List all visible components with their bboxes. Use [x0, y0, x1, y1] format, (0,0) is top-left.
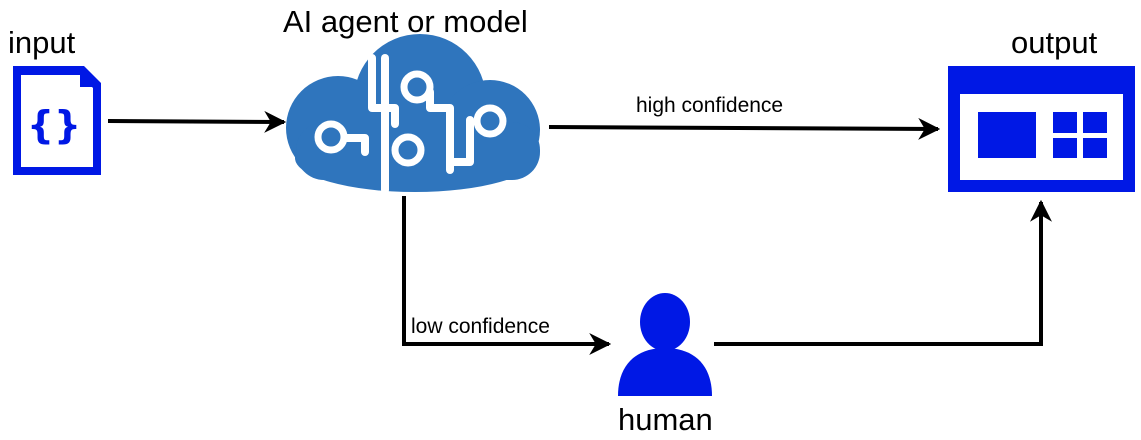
output-label: output: [1011, 25, 1098, 60]
high-confidence-label: high confidence: [636, 94, 784, 117]
arrow-input-to-model: [107, 110, 287, 133]
person-icon: [618, 293, 712, 396]
svg-text:{}: {}: [27, 103, 81, 147]
dashboard-window-icon: [948, 66, 1135, 192]
low-confidence-label: low confidence: [411, 315, 550, 338]
model-label: AI agent or model: [283, 4, 528, 39]
arrow-human-to-output: [714, 199, 1052, 346]
arrow-model-to-human: [402, 196, 612, 355]
human-label: human: [618, 402, 713, 437]
json-file-icon: {}: [13, 66, 101, 175]
input-label: input: [8, 25, 76, 60]
arrow-model-to-output: [548, 117, 941, 140]
brain-cloud-icon: [286, 34, 540, 194]
